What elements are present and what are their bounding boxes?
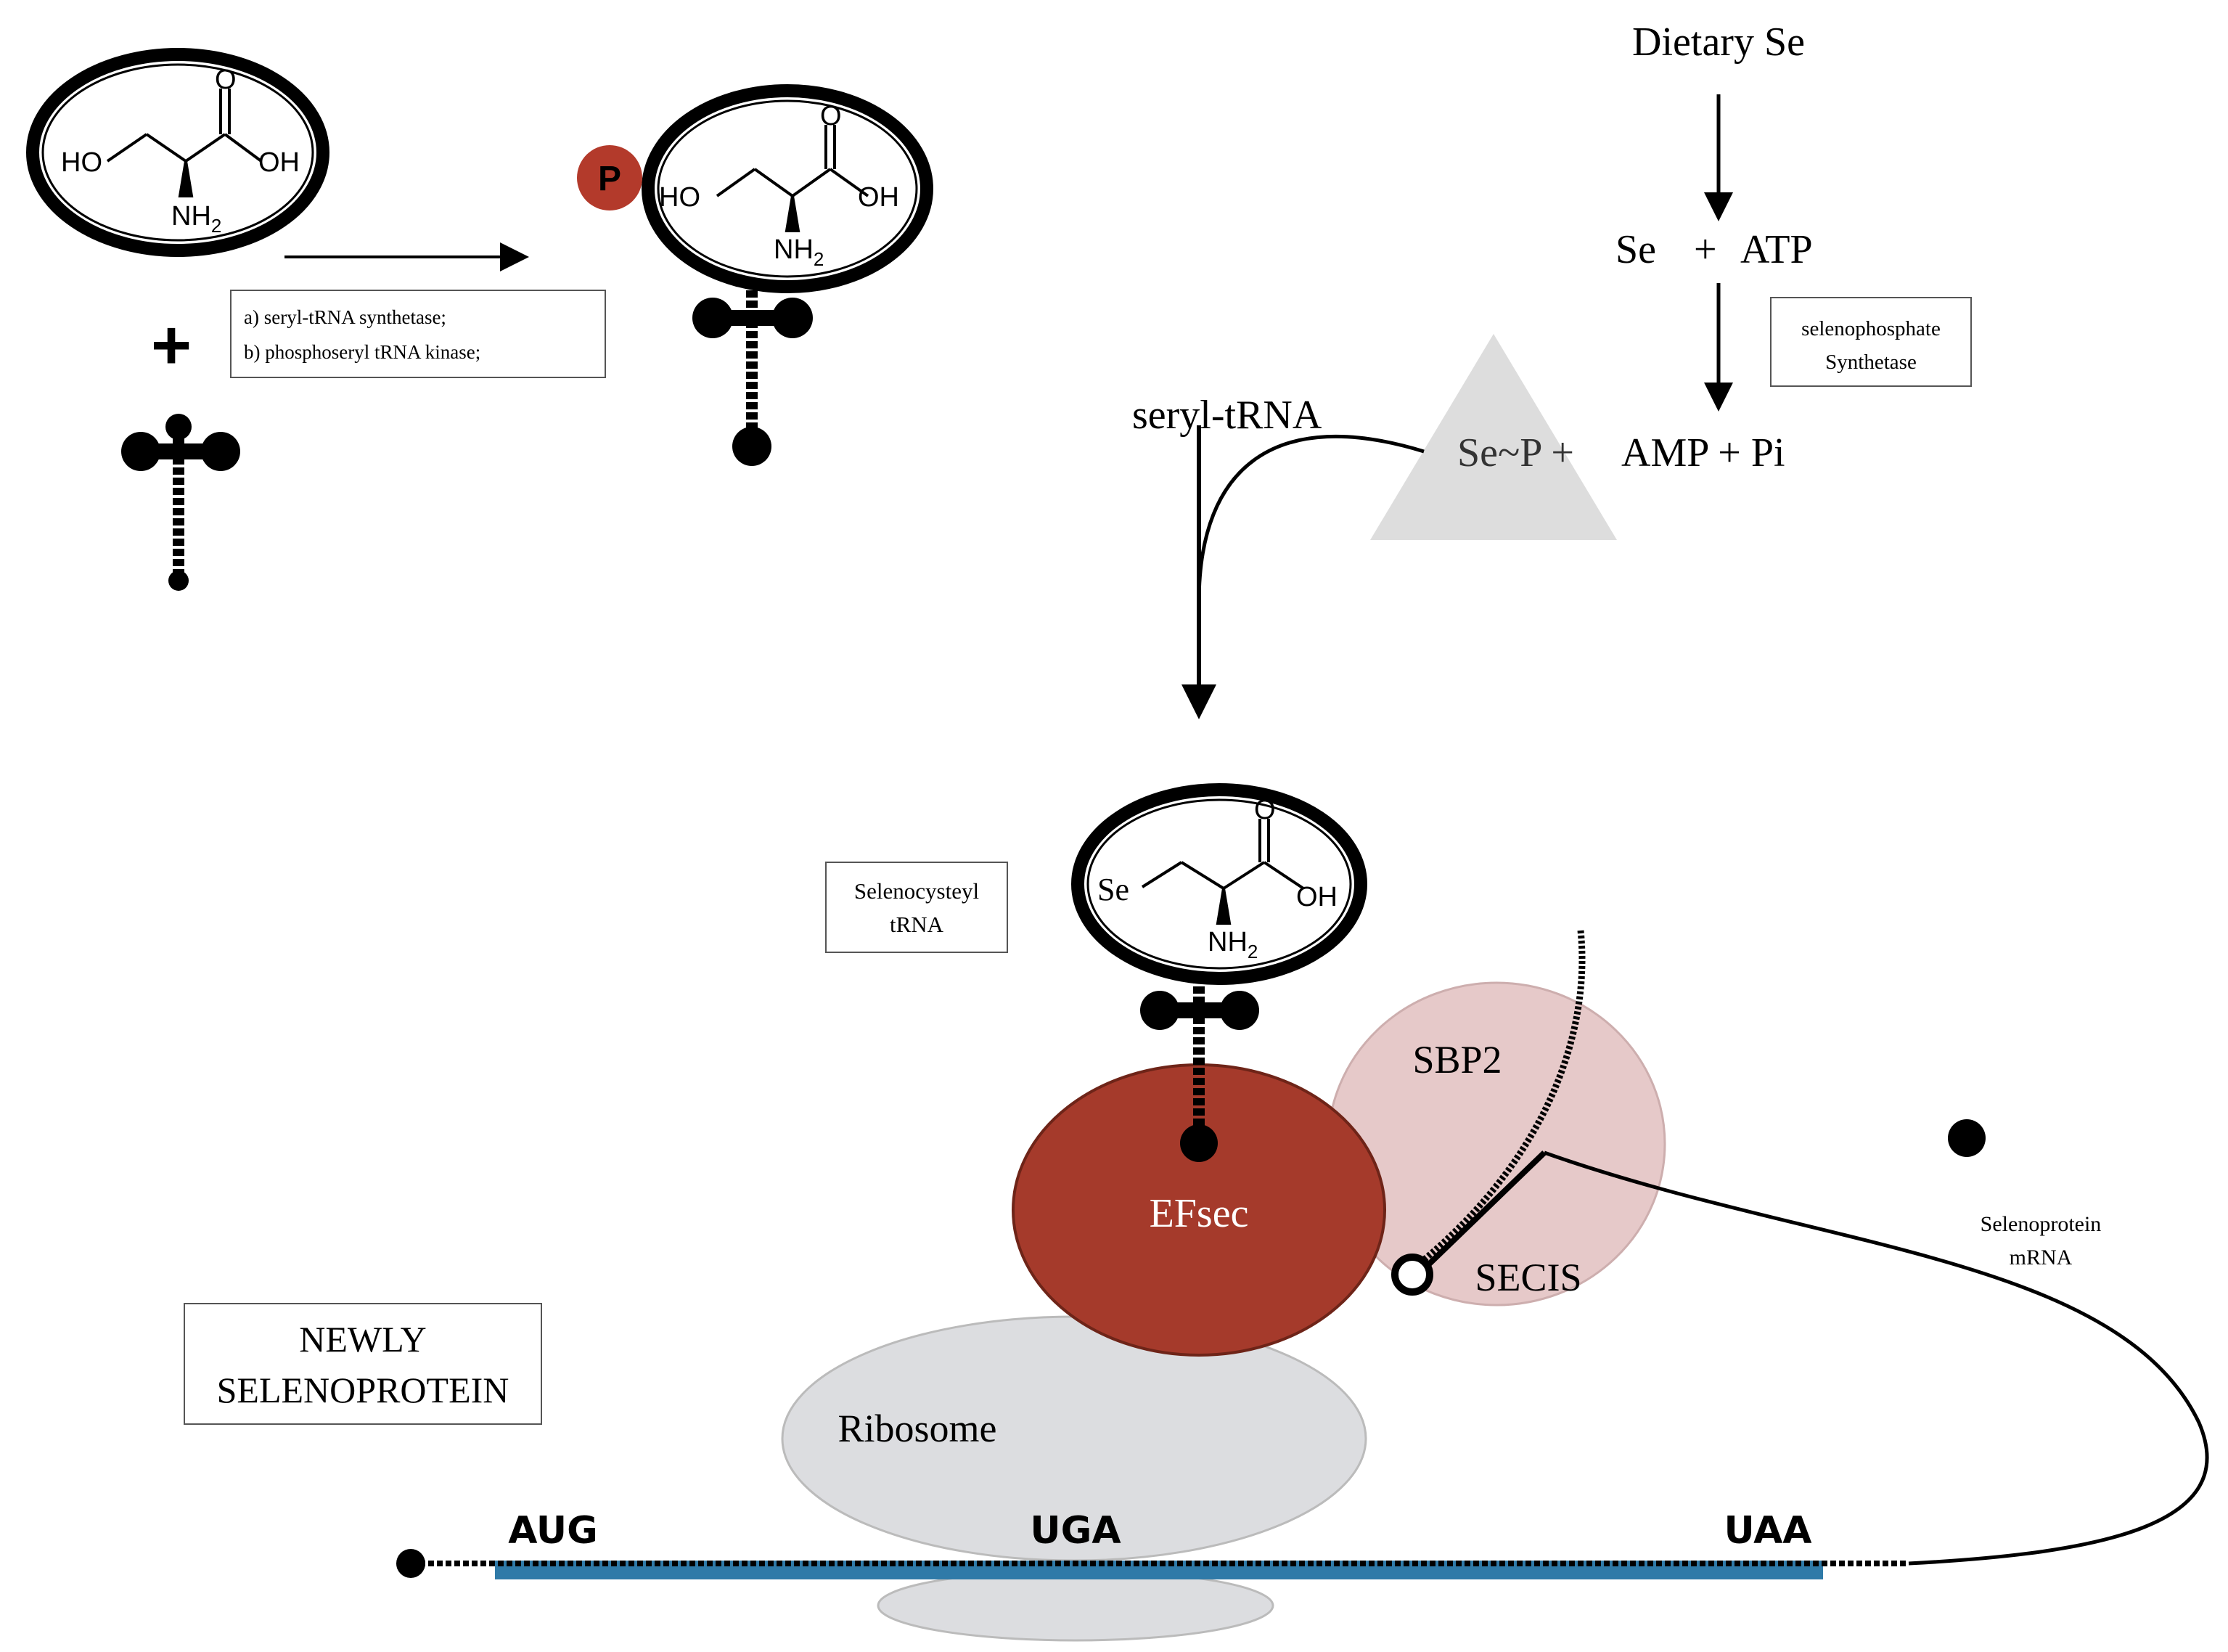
enzyme-a-label: a) seryl-tRNA synthetase;	[244, 306, 446, 328]
secis-strand-outer	[1407, 930, 1586, 1275]
secis-label: SECIS	[1475, 1256, 1581, 1299]
selenocysteine-oh-label: OH	[1296, 882, 1338, 912]
selenocysteyl-line1: Selenocysteyl	[854, 878, 979, 904]
selenophosphate-synthetase-box: selenophosphate Synthetase	[1770, 297, 1972, 387]
dietary-se-label: Dietary Se	[1632, 20, 1805, 65]
gray-triangle	[1370, 334, 1617, 540]
phosphoserine-structure	[716, 125, 869, 232]
secis-stem	[1413, 1150, 1547, 1280]
efsec-label: EFsec	[1150, 1191, 1249, 1236]
se-label: Se	[1615, 227, 1656, 272]
phosphate-group: P	[577, 145, 642, 210]
phosphoserine-nh-text: NH	[774, 234, 814, 265]
serine-nh-subscript: 2	[211, 215, 221, 237]
phosphoserine-o-label: O	[820, 101, 842, 131]
selenocysteine-nh-label: NH2	[1208, 927, 1258, 962]
mrna-start-dot	[396, 1549, 425, 1578]
mrna-end-dot	[1948, 1119, 1986, 1157]
phosphoserine-nh-subscript: 2	[814, 248, 824, 270]
enzyme-b-label: b) phosphoseryl tRNA kinase;	[244, 341, 480, 363]
serine-nh-text: NH	[171, 201, 211, 232]
phosphoserine-ho-label: HO	[659, 182, 700, 213]
seryl-curve	[1197, 434, 1425, 603]
amp-pi-label: AMP + Pi	[1621, 430, 1785, 475]
selenocysteyl-trna-icon	[1140, 976, 1259, 1162]
ribosome-label: Ribosome	[837, 1407, 996, 1450]
se-plus-label: +	[1694, 227, 1717, 272]
newly-selenoprotein-box: NEWLY SELENOPROTEIN	[184, 1303, 542, 1425]
serine-oh-label: OH	[258, 147, 300, 178]
selenocysteine-se-label: Se	[1097, 872, 1129, 907]
serine-nh-label: NH2	[171, 201, 221, 237]
mrna-tail	[1544, 1150, 2209, 1566]
selenocysteyl-line2: tRNA	[890, 912, 944, 937]
selenocysteine-o-label: O	[1254, 795, 1276, 825]
synthetase-line2: Synthetase	[1825, 351, 1917, 374]
phosphoserine-trna-icon	[692, 290, 813, 466]
plus-sign: +	[151, 306, 192, 384]
codon-uga: UGA	[1030, 1509, 1121, 1553]
secis-loop	[1391, 1254, 1433, 1296]
selenocysteine-nh-text: NH	[1208, 927, 1248, 957]
mrna-label-line2: mRNA	[2010, 1246, 2073, 1269]
free-trna-icon	[121, 414, 240, 591]
phosphoserine-oh-label: OH	[858, 182, 899, 213]
newly-line1: NEWLY	[299, 1319, 427, 1359]
ribosome-small-subunit	[877, 1569, 1274, 1642]
atp-label: ATP	[1740, 227, 1813, 272]
sbp2-label: SBP2	[1412, 1038, 1502, 1081]
selenocysteine-molecule: Se OH O NH2	[1071, 783, 1367, 985]
selenocysteine-structure	[1141, 819, 1305, 925]
serine-ho-label: HO	[61, 147, 102, 178]
selenocysteyl-trna-box: Selenocysteyl tRNA	[825, 862, 1008, 953]
selenocysteine-nh-subscript: 2	[1248, 941, 1258, 962]
mrna-label-line1: Selenoprotein	[1981, 1212, 2102, 1236]
serine-molecule: HO OH O NH2	[26, 48, 329, 257]
phosphoserine-nh-label: NH2	[774, 234, 824, 270]
phosphate-label: P	[598, 160, 621, 198]
enzyme-box: a) seryl-tRNA synthetase; b) phosphosery…	[230, 290, 606, 378]
se-p-label: Se~P +	[1457, 430, 1574, 475]
serine-structure	[106, 89, 263, 197]
phosphoserine-molecule: HO OH O NH2	[642, 84, 933, 293]
serine-o-label: O	[215, 65, 237, 95]
seryl-trna-label: seryl-tRNA	[1132, 393, 1322, 438]
codon-aug: AUG	[508, 1509, 598, 1553]
newly-line2: SELENOPROTEIN	[217, 1370, 509, 1410]
codon-uaa: UAA	[1724, 1509, 1811, 1553]
synthetase-line1: selenophosphate	[1801, 317, 1941, 340]
